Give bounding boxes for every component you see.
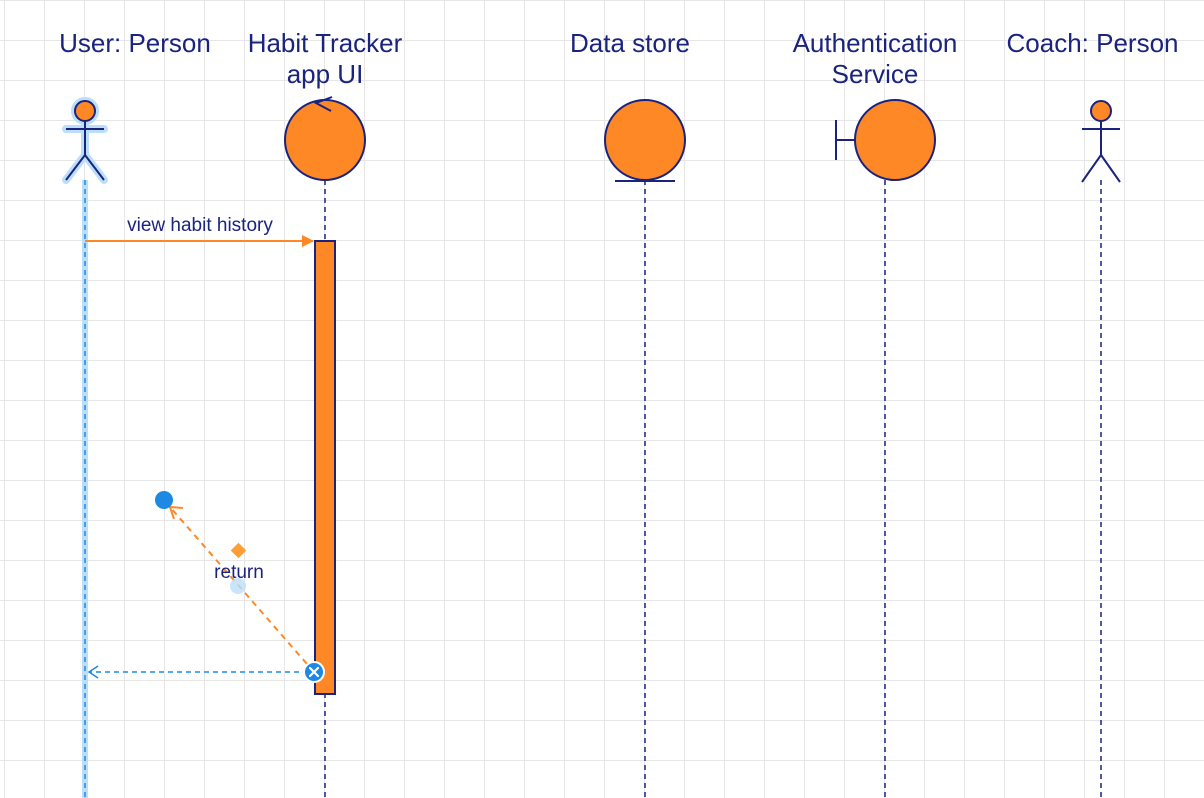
handle-midpoint-diamond-icon[interactable] <box>230 542 247 559</box>
entity-store-icon[interactable] <box>604 99 686 182</box>
actor-user-icon[interactable] <box>62 97 108 184</box>
handle-disconnect-icon[interactable] <box>303 661 325 683</box>
handle-drag-point-icon[interactable] <box>155 491 173 509</box>
message-label-view-history[interactable]: view habit history <box>127 215 273 236</box>
boundary-auth-icon[interactable] <box>835 99 936 181</box>
participant-label-coach[interactable]: Coach: Person <box>1006 28 1179 58</box>
return-arrowhead <box>168 505 184 520</box>
control-app-icon[interactable] <box>284 96 366 181</box>
actor-coach-icon[interactable] <box>1081 100 1121 183</box>
participant-label-app[interactable]: Habit Tracker app UI <box>247 28 403 89</box>
activation-bar-app[interactable] <box>314 240 336 695</box>
participant-label-store[interactable]: Data store <box>570 28 690 58</box>
message-label-return[interactable]: return <box>214 562 264 583</box>
return-arrow-selected-segment[interactable] <box>169 506 315 673</box>
participant-label-auth[interactable]: Authentication Service <box>792 28 958 89</box>
handle-label-anchor-icon[interactable] <box>230 578 246 594</box>
return-ghost-arrowhead <box>87 665 99 679</box>
participant-label-user[interactable]: User: Person <box>59 28 211 58</box>
